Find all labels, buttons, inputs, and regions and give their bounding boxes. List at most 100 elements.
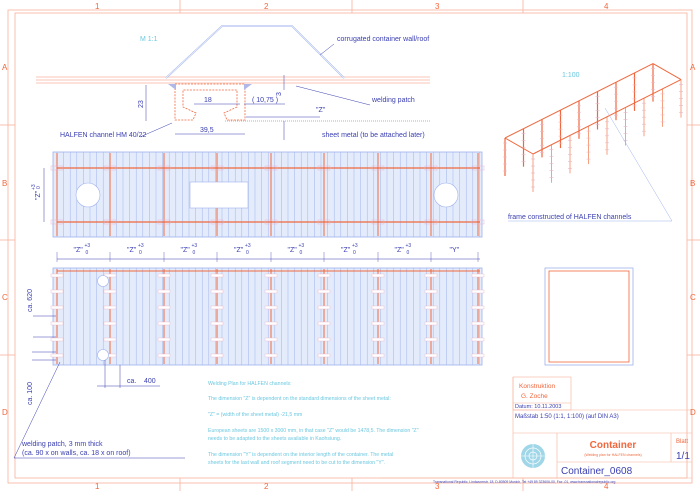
sheet-label: sheet metal (to be attached later) [322,132,425,139]
welding-patch [210,273,224,278]
welding-patch [168,84,176,90]
welding-patch [471,305,485,310]
tolerance-lower: 0 [36,186,42,189]
column-label: 2 [264,482,269,491]
welding-patch [264,337,278,342]
drawing-subtitle: (Welding plan for HALFEN channels) [584,453,641,457]
welding-patch [157,353,171,358]
plan-z-dim: "Z" [35,190,42,200]
welding-patch [157,165,171,171]
welding-patch [424,219,438,225]
halfen-channel-profile [174,83,246,121]
welding-patch [317,305,331,310]
welding-patch [50,321,64,326]
column-label: 1 [95,482,100,491]
drawing-title: Container [590,440,637,451]
welding-patch [264,219,278,225]
segment-dim-z: "Z" [234,247,244,254]
welding-patch [103,337,117,342]
welding-patch [264,353,278,358]
welding-patch [264,165,278,171]
welding-patch [210,337,224,342]
tolerance-lower: 0 [353,250,356,256]
construction-label: Konstruktion [519,383,556,390]
wall-opening [97,349,109,361]
row-label: B [2,179,7,188]
welding-patch [317,289,331,294]
segment-dim-z: "Z" [74,247,84,254]
welding-patch [317,273,331,278]
welding-patch [50,353,64,358]
tolerance-lower: 0 [246,250,249,256]
row-label: C [690,293,696,302]
row-label: B [690,179,695,188]
welding-patch [210,353,224,358]
segment-dim-z: "Z" [181,247,191,254]
dim-100: ca. 100 [27,382,34,405]
plan-view: "Z" +3 0 [31,151,485,238]
welding-patch [50,165,64,171]
welding-patch [371,219,385,225]
wall-opening [97,275,109,287]
welding-patch [157,219,171,225]
end-view [544,267,634,366]
column-label: 2 [264,2,269,11]
frame-beam [652,63,682,81]
iso-frame-label: frame constructed of HALFEN channels [508,214,632,221]
welding-patch [157,337,171,342]
tolerance-upper: +3 [299,243,305,249]
welding-patch [210,321,224,326]
dim-thickness: 3 [276,92,283,96]
dim-gap: ( 10,75 ) [252,97,278,104]
welding-patch [317,337,331,342]
frame-beam [504,137,534,155]
tolerance-upper: +3 [192,243,198,249]
row-label: A [690,63,696,72]
tolerance-upper: +3 [31,184,37,190]
welding-patch [103,289,117,294]
welding-patch [471,273,485,278]
isometric-frame [503,63,683,192]
tolerance-upper: +3 [406,243,412,249]
segment-dim-z: "Z" [341,247,351,254]
note-line: sheets for the last wall and roof segmen… [208,460,385,466]
dim-620: ca. 620 [27,289,34,312]
note-line: needs to be adapted to the sheets availa… [208,436,341,442]
date: Datum: 10.11.2003 [515,404,561,410]
welding-patch [103,219,117,225]
wall-elevation: ca. 620 ca. 100 ca. 400 welding patch, 3… [13,267,485,459]
note-line: The dimension "Y" is dependent on the in… [208,452,393,458]
segment-dim-z: "Z" [395,247,405,254]
patch-label: welding patch [371,97,415,104]
welding-patch [424,289,438,294]
scale: Maßstab 1:50 (1:1, 1:100) (auf DIN A3) [515,414,619,420]
welding-notes: Welding Plan for HALFEN channels: The di… [208,381,419,466]
tolerance-lower: 0 [86,250,89,256]
dim-400: 400 [144,378,156,385]
channel-label: HALFEN channel HM 40/22 [60,132,146,139]
welding-patch [210,289,224,294]
column-label: 4 [604,2,609,11]
welding-patch [50,273,64,278]
segment-dim-z: "Z" [288,247,298,254]
welding-patch [371,337,385,342]
column-label: 1 [95,2,100,11]
welding-patch [371,353,385,358]
drawing-number: Container_0608 [561,466,633,477]
welding-patch [210,305,224,310]
note-line: European sheets are 1500 x 3000 mm, in t… [208,428,419,434]
welding-patch [317,165,331,171]
welding-patch [103,321,117,326]
row-label: D [2,408,8,417]
welding-patch [317,321,331,326]
dim-height: 23 [138,100,145,108]
section-detail: M 1:1 corrugated container wall/roof wel… [36,25,430,140]
welding-patch [50,219,64,225]
segment-dim-y: "Y" [450,247,460,254]
roof-window [189,181,249,209]
welding-patch [264,273,278,278]
tolerance-upper: +3 [138,243,144,249]
welding-patch [50,337,64,342]
note-line: The dimension "Z" is dependent on the st… [208,396,391,402]
